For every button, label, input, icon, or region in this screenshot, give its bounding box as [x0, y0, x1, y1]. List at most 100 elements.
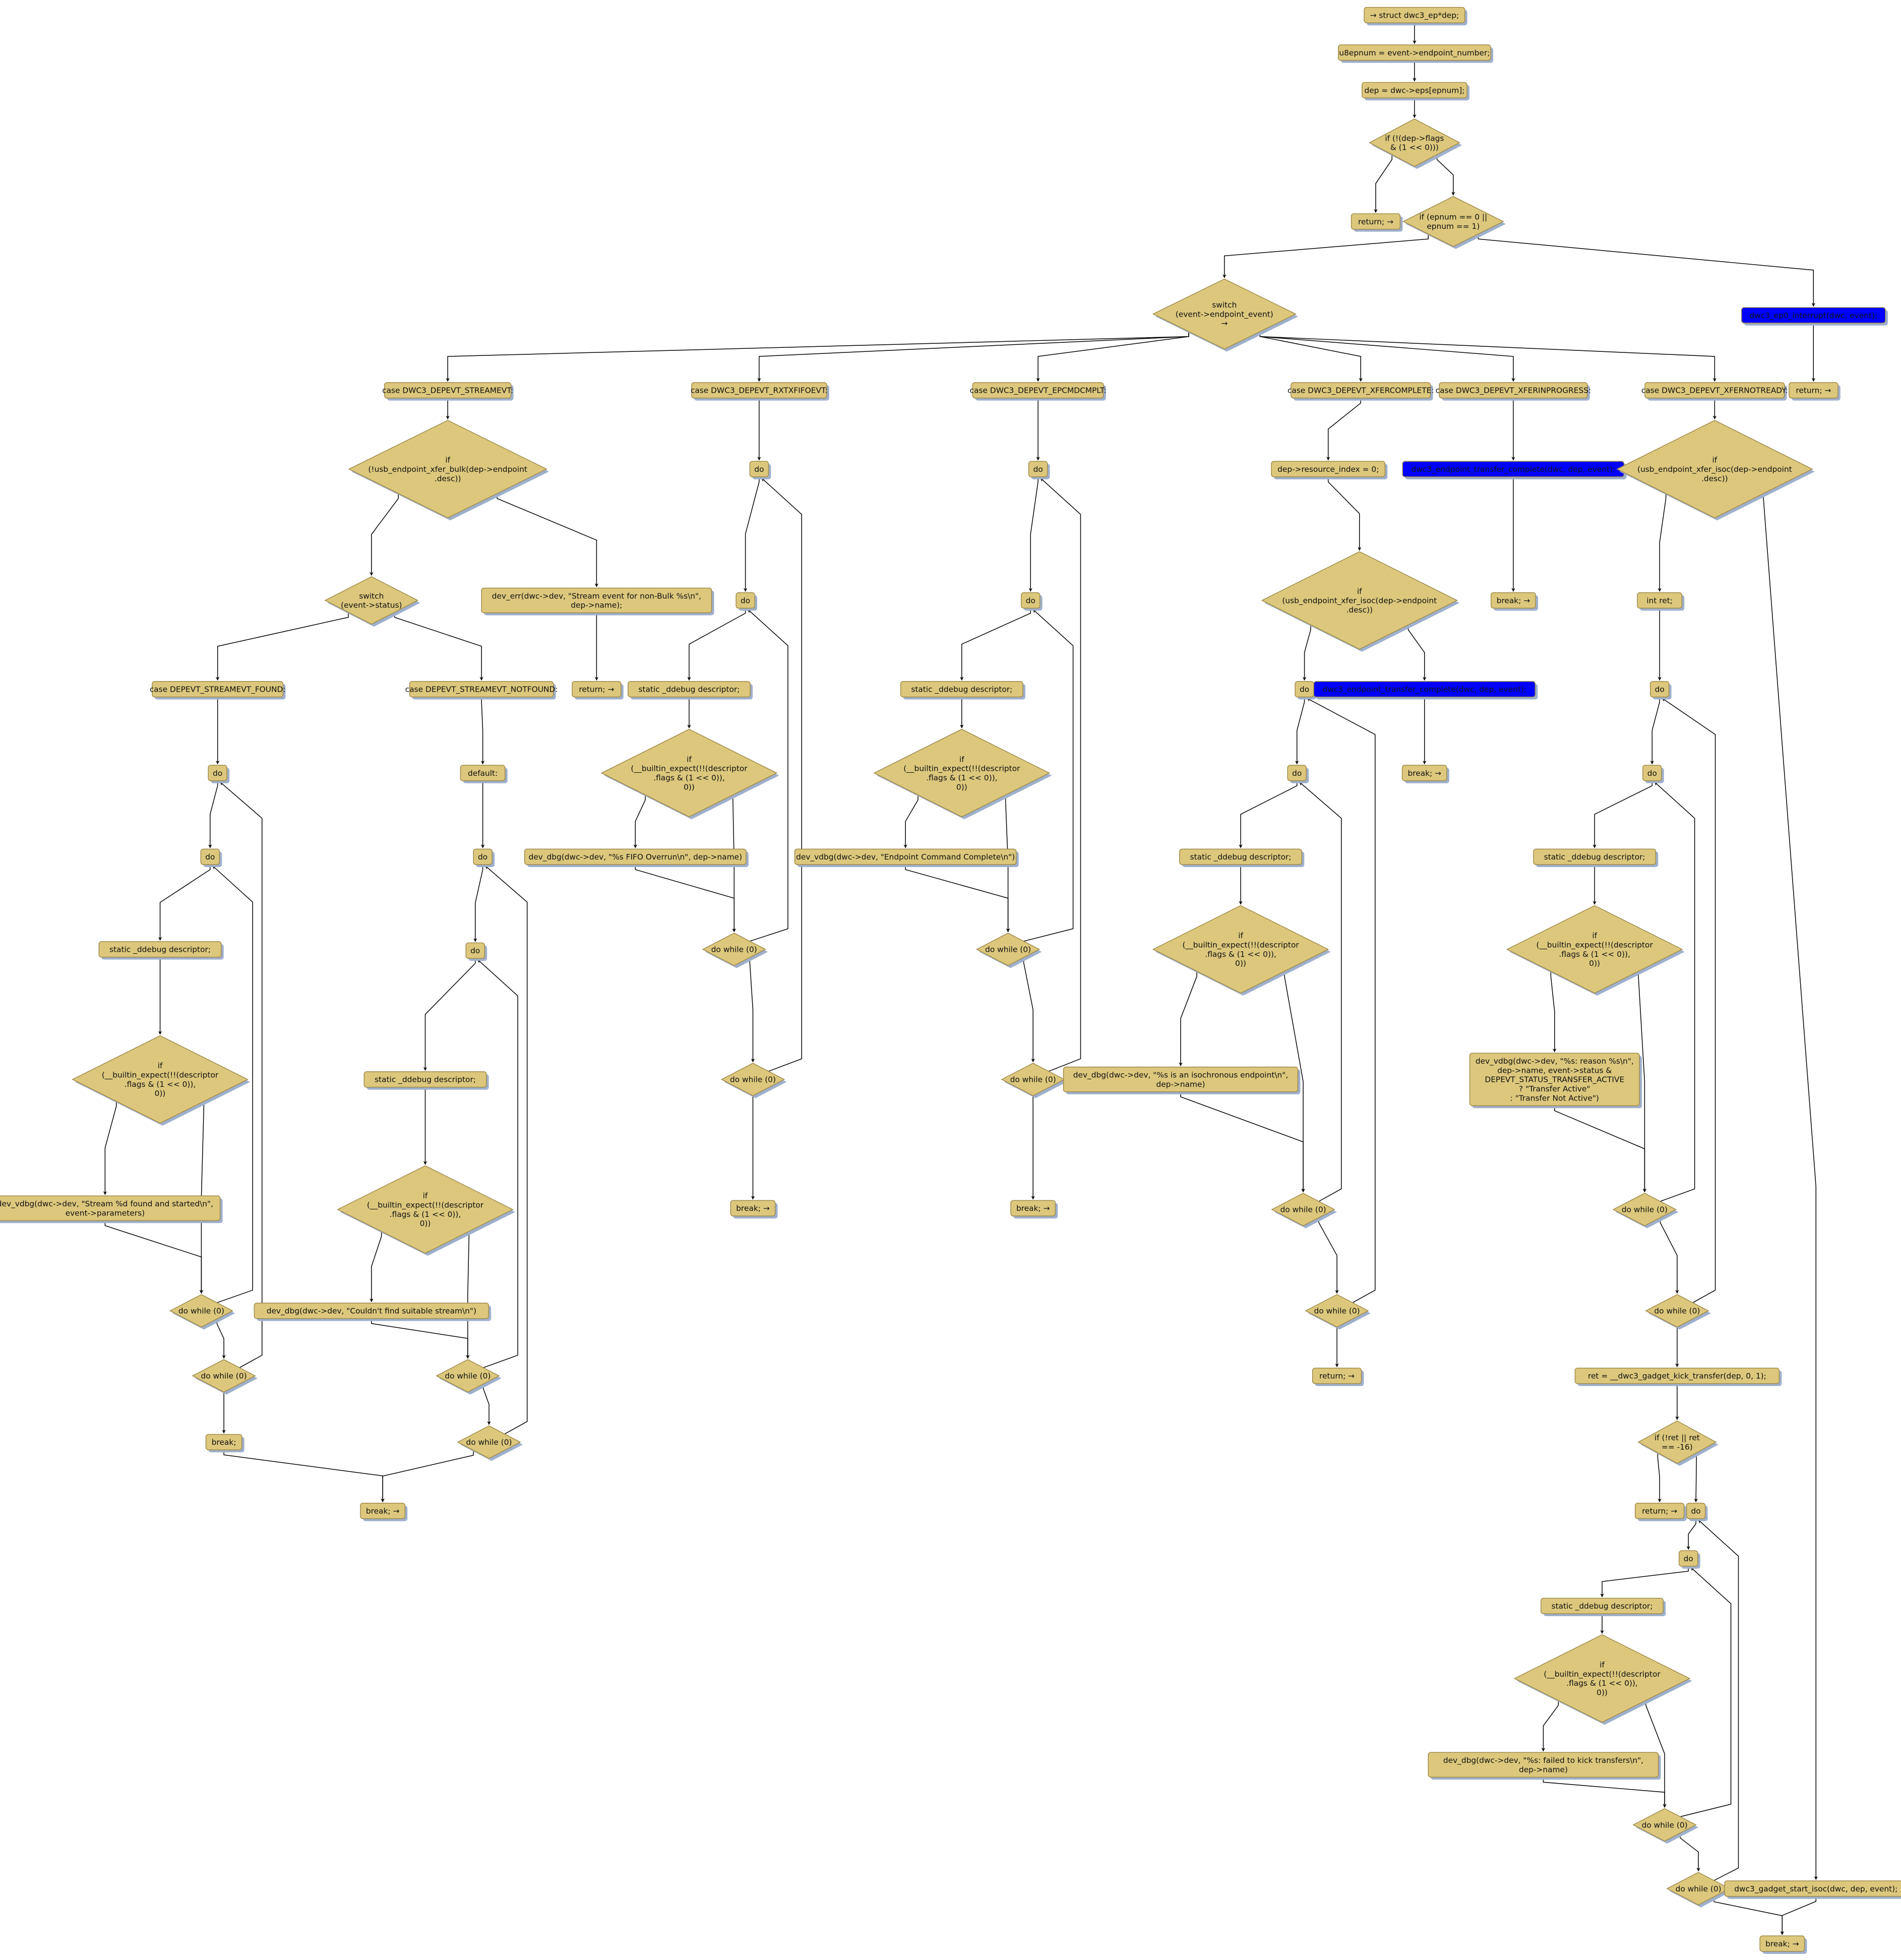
node-label-line: do while (0) — [1654, 1307, 1700, 1316]
flow-edge — [1592, 780, 1653, 848]
node-label-line: dwc3_endpoint_transfer_complete(dwc, dep… — [1322, 685, 1526, 695]
node-label-line: if — [1712, 456, 1717, 465]
statement-node: case DEPEVT_STREAMEVT_NOTFOUND: — [405, 681, 558, 700]
node-label-line: (__builtin_expect(!!(descriptor — [367, 1201, 484, 1210]
box-shape — [1759, 1935, 1805, 1952]
node-label: break; — [212, 1438, 236, 1447]
node-label: dev_dbg(dwc->dev, "%s FIFO Overrun\n", d… — [528, 852, 742, 862]
node-label-line: do — [213, 769, 222, 778]
flow-edge — [483, 1384, 491, 1425]
node-label: static _ddebug descriptor; — [1552, 1602, 1653, 1611]
statement-node: u8epnum = event->endpoint_number; — [1338, 44, 1494, 63]
node-label: break; → — [366, 1507, 400, 1516]
box-shape — [1634, 1503, 1685, 1519]
node-label-line: & (1 << 0))) — [1390, 143, 1439, 152]
flow-edge — [1658, 493, 1667, 592]
node-label-line: do — [470, 946, 480, 955]
node-label-line: dev_dbg(dwc->dev, "%s is an isochronous … — [1073, 1071, 1289, 1080]
flow-edge — [1550, 971, 1557, 1053]
box-shape — [972, 382, 1104, 399]
statement-node: dwc3_gadget_start_isoc(dwc, dep, event); — [1724, 1880, 1901, 1899]
node-label-line: dev_err(dwc->dev, "Stream event for non-… — [492, 591, 701, 601]
node-label-line: do while (0) — [985, 945, 1031, 954]
node-label-line: : "Transfer Not Active") — [1510, 1093, 1599, 1102]
statement-node: dev_dbg(dwc->dev, "%s FIFO Overrun\n", d… — [524, 848, 749, 867]
box-shape — [465, 942, 485, 959]
node-label: do — [741, 596, 750, 605]
box-shape — [481, 587, 712, 614]
node-label-line: do while (0) — [1642, 1820, 1688, 1829]
node-label-line: dev_dbg(dwc->dev, "%s: failed to kick tr… — [1443, 1756, 1643, 1765]
node-label: if(!usb_endpoint_xfer_bulk(dep->endpoint… — [368, 456, 527, 483]
node-label-line: return; → — [1642, 1507, 1677, 1516]
node-label: if(__builtin_expect(!!(descriptor.flags … — [367, 1191, 484, 1228]
node-label: do — [1033, 465, 1043, 474]
loop-back-edge — [1299, 781, 1342, 1202]
node-label: dev_vdbg(dwc->dev, "Endpoint Command Com… — [796, 852, 1015, 862]
flow-edge — [1302, 625, 1311, 681]
node-label-line: break; → — [1408, 769, 1442, 778]
flow-edge — [473, 865, 483, 942]
node-label-line: do while (0) — [1314, 1307, 1360, 1316]
highlighted-node: dwc3_ep0_interrupt(dwc, event); — [1741, 307, 1888, 326]
node-label-line: break; — [212, 1438, 236, 1447]
decision-node: if(__builtin_expect(!!(descriptor.flags … — [1513, 1634, 1692, 1725]
node-label: if(__builtin_expect(!!(descriptor.flags … — [1544, 1661, 1661, 1697]
node-label: if (!(dep->flags& (1 << 0))) — [1385, 134, 1444, 152]
node-label: dwc3_endpoint_transfer_complete(dwc, dep… — [1322, 685, 1526, 695]
node-label-line: .flags & (1 << 0)), — [926, 773, 998, 782]
node-label: do while (0) — [1010, 1075, 1056, 1084]
box-shape — [1637, 592, 1683, 609]
edges-layer — [103, 23, 1818, 1935]
node-label-line: .desc)) — [1346, 605, 1373, 615]
decision-node: if(usb_endpoint_xfer_isoc(dep->endpoint.… — [1261, 551, 1460, 652]
flow-edge — [1036, 331, 1189, 382]
statement-node: dev_err(dwc->dev, "Stream event for non-… — [481, 587, 714, 616]
node-label-line: case DWC3_DEPEVT_XFERCOMPLETE: — [1287, 386, 1434, 396]
flow-edge — [1600, 1566, 1689, 1598]
node-label-line: ret = __dwc3_gadget_kick_transfer(dep, 0… — [1588, 1372, 1766, 1381]
flow-edge — [104, 1220, 204, 1294]
statement-node: do — [473, 848, 495, 867]
statement-node: do — [1028, 461, 1050, 479]
node-label-line: dev_vdbg(dwc->dev, "Stream %d found and … — [0, 1199, 213, 1209]
diamond-shape — [1513, 1634, 1691, 1723]
statement-node: dev_vdbg(dwc->dev, "%s: reason %s\n",dep… — [1469, 1053, 1642, 1109]
node-label-line: static _ddebug descriptor; — [375, 1075, 476, 1085]
box-shape — [1439, 382, 1588, 399]
node-label-line: dep = dwc->eps[epnum]; — [1364, 86, 1464, 95]
flow-edge — [1407, 625, 1427, 681]
node-label: do while (0) — [445, 1372, 490, 1381]
node-label-line: 0)) — [1597, 1688, 1608, 1697]
statement-node: do — [200, 848, 222, 867]
diamond-shape — [1305, 1294, 1369, 1328]
decision-node: do while (0) — [169, 1294, 235, 1330]
box-shape — [1351, 213, 1401, 230]
statement-node: do — [1679, 1550, 1700, 1569]
box-shape — [254, 1303, 489, 1319]
flow-edge — [497, 493, 599, 587]
statement-node: dev_dbg(dwc->dev, "Couldn't find suitabl… — [254, 1303, 492, 1321]
node-label: default: — [468, 769, 498, 778]
node-label-line: dep->name, event->status & — [1497, 1066, 1612, 1075]
node-label-line: case DWC3_DEPEVT_RXTXFIFOEVT: — [691, 386, 828, 396]
flow-edge — [1478, 234, 1816, 307]
flow-edge — [1259, 331, 1717, 382]
statement-node: return; → — [572, 681, 624, 700]
node-label: do while (0) — [1314, 1307, 1360, 1316]
node-label-line: do while (0) — [730, 1075, 776, 1084]
flow-edge — [446, 331, 1189, 382]
node-label-line: 0)) — [684, 782, 695, 791]
node-label-line: do while (0) — [1280, 1205, 1326, 1214]
loop-back-edge — [1306, 698, 1376, 1303]
loop-back-edge — [477, 959, 518, 1368]
flow-edge — [1680, 1832, 1700, 1872]
node-label-line: .flags & (1 << 0)), — [1205, 950, 1276, 959]
diamond-shape — [192, 1359, 256, 1393]
node-label-line: break; → — [1016, 1204, 1050, 1213]
flow-edge — [1239, 780, 1298, 848]
node-label-line: return; → — [1358, 217, 1393, 226]
statement-node: dep = dwc->eps[epnum]; — [1362, 82, 1469, 101]
node-label-line: dev_vdbg(dwc->dev, "Endpoint Command Com… — [796, 852, 1015, 862]
